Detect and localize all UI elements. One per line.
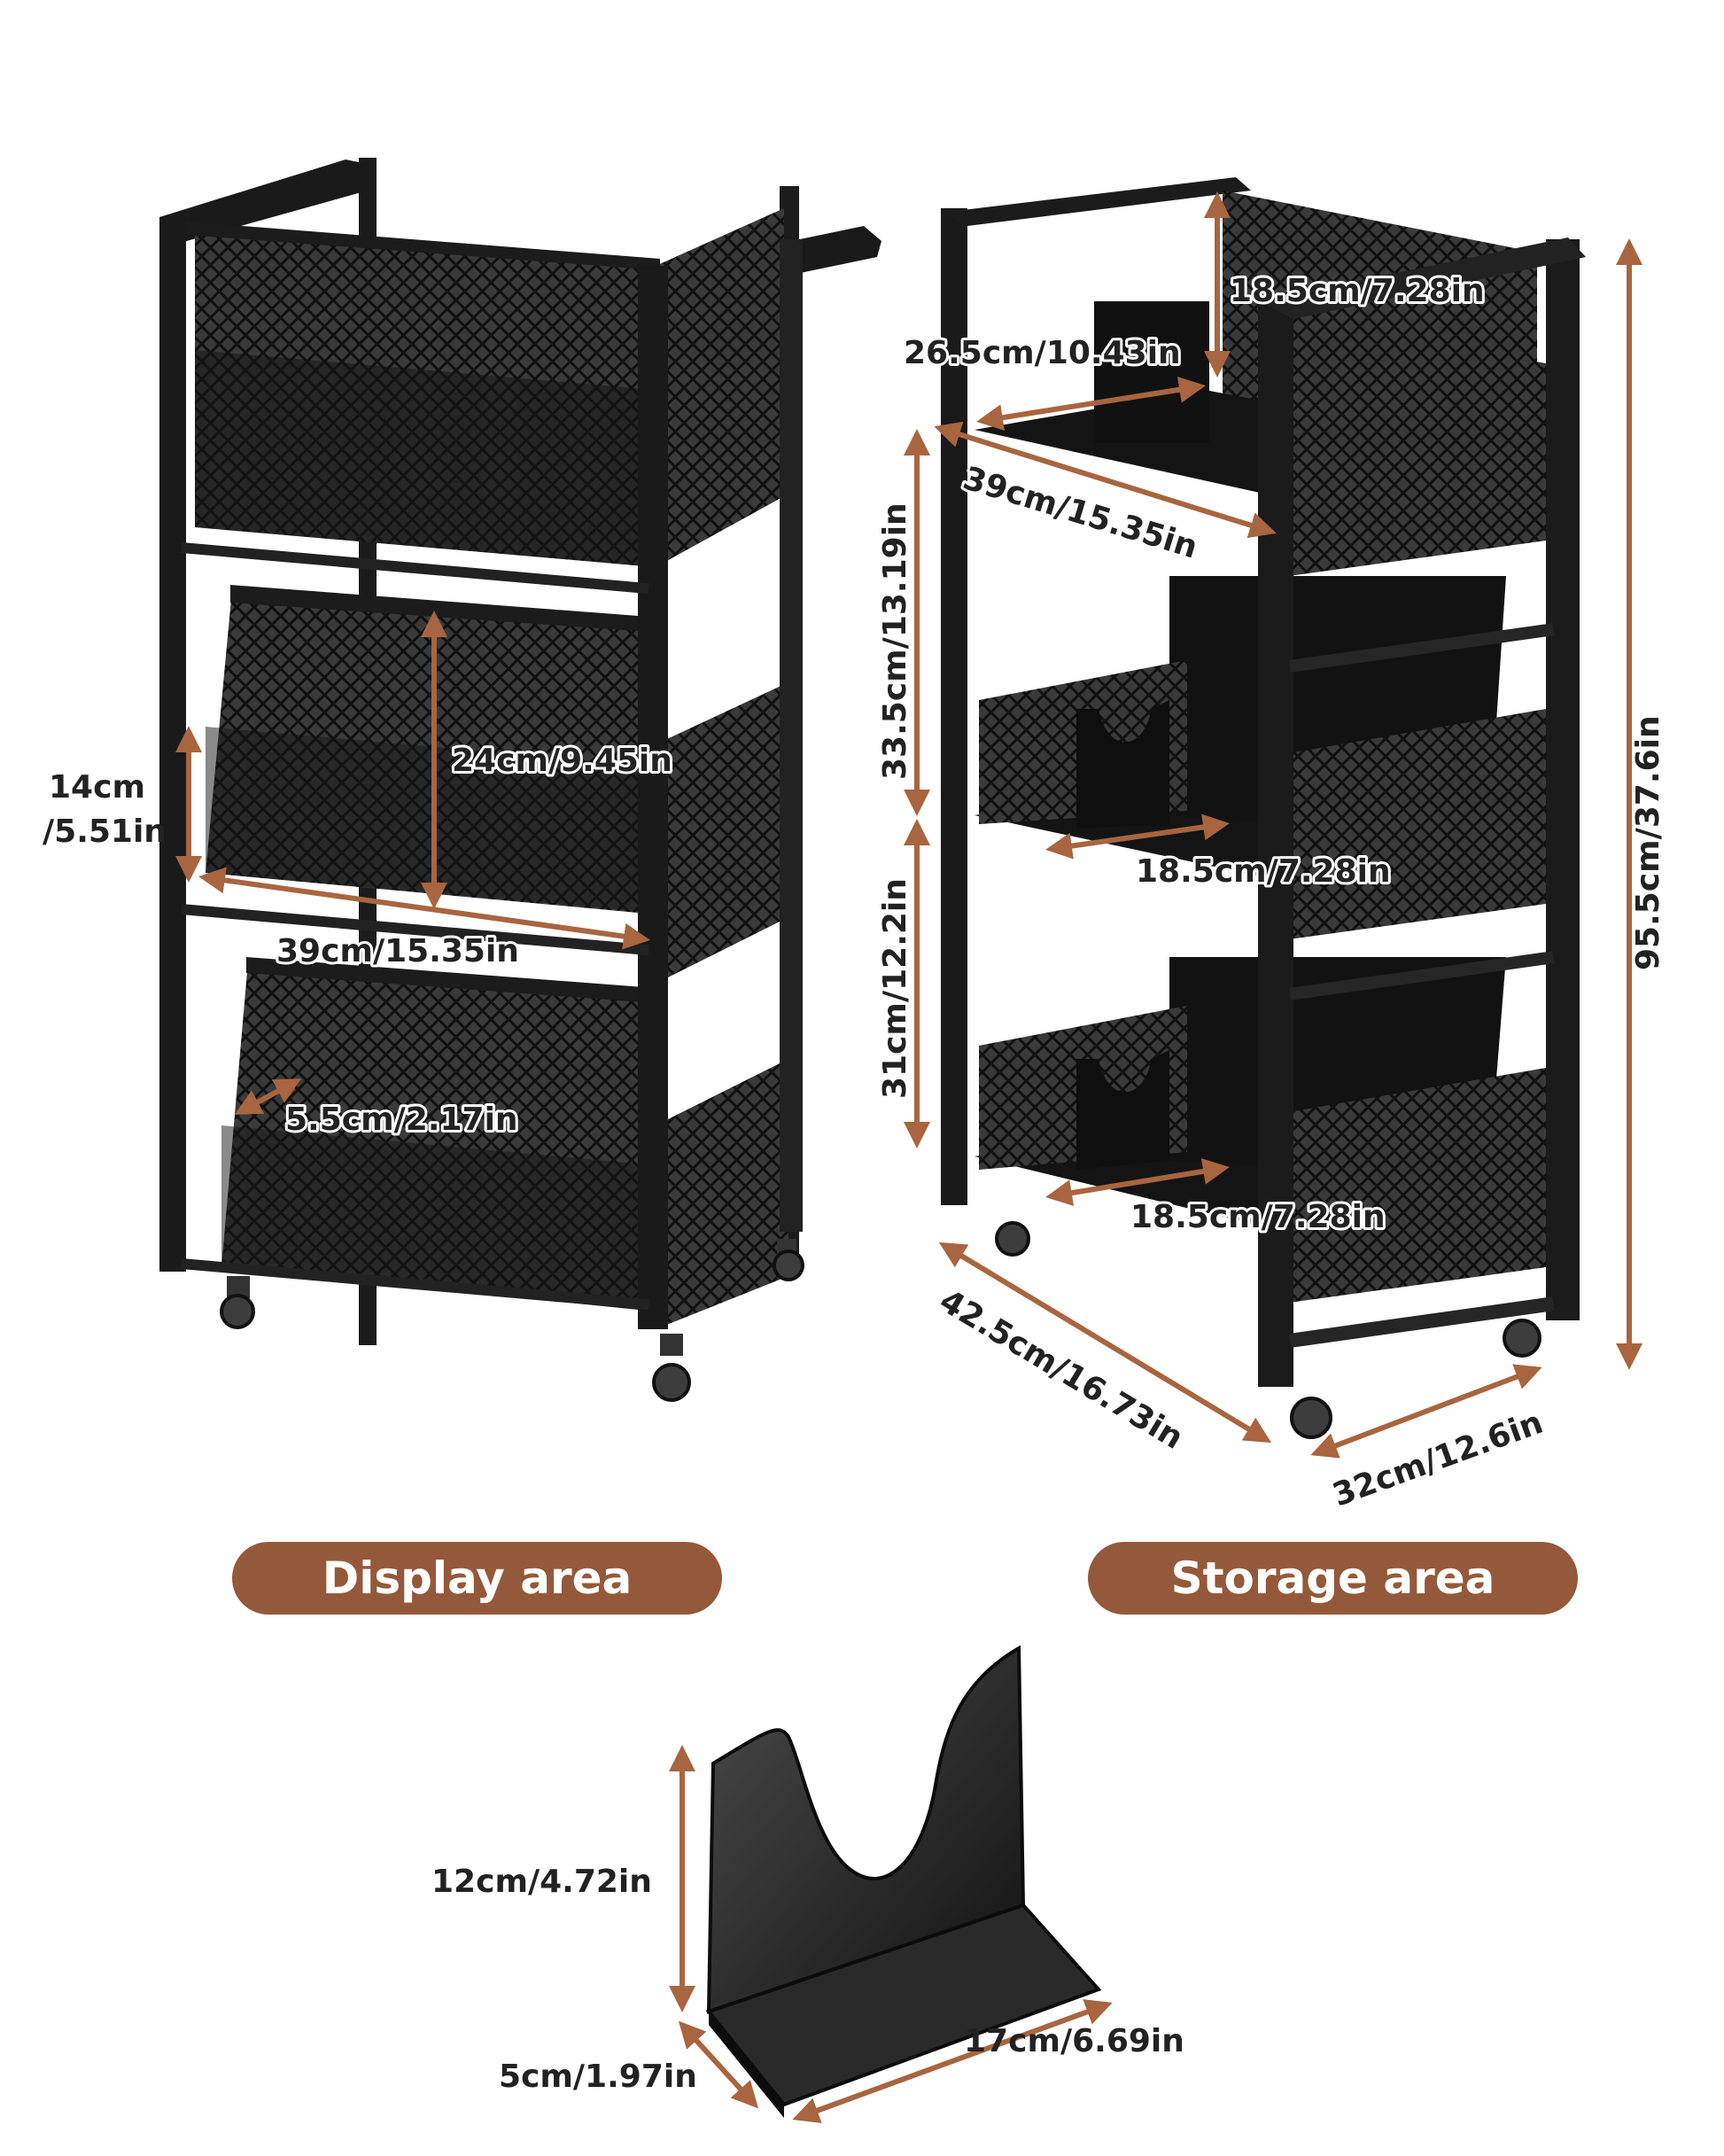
display-basket-bottom [221,957,788,1329]
divider-base-depth-label: 5cm/1.97in [499,2059,697,2095]
divider-height-label: 12cm/4.72in [431,1864,652,1900]
display-level-height-line1: 14cm [49,769,145,806]
dimension-arrow-icon [175,191,1642,2123]
display-basket-height-label: 24cm/9.45in [452,743,672,779]
storage-top-width-label: 39cm/15.35in [959,460,1201,565]
display-basket-depth-label: 5.5cm/2.17in [285,1101,518,1138]
display-cart [159,158,881,1402]
display-basket-width-label: 39cm/15.35in [276,933,519,969]
storage-top-depth-label: 26.5cm/10.43in [904,335,1181,371]
storage-top-height-label: 18.5cm/7.28in [1230,273,1485,309]
display-area-pill: Display area [232,1542,722,1615]
divider-width-label: 17cm/6.69in [964,2023,1184,2059]
caster-wheel-icon [220,1239,804,1402]
display-level-height-line2: /5.51in [43,813,167,850]
storage-overall-width-label: 32cm/12.6in [1328,1405,1548,1514]
storage-total-height-label: 95.5cm/37.6in [1630,715,1666,970]
storage-tier1-height-label: 33.5cm/13.19in [877,502,913,780]
storage-shelf2-depth-label: 18.5cm/7.28in [1130,1199,1386,1235]
storage-tier2-height-label: 31cm/12.2in [877,878,913,1099]
display-basket-top [186,208,784,567]
storage-shelf1-depth-label: 18.5cm/7.28in [1136,853,1391,890]
storage-area-pill: Storage area [1088,1542,1578,1615]
